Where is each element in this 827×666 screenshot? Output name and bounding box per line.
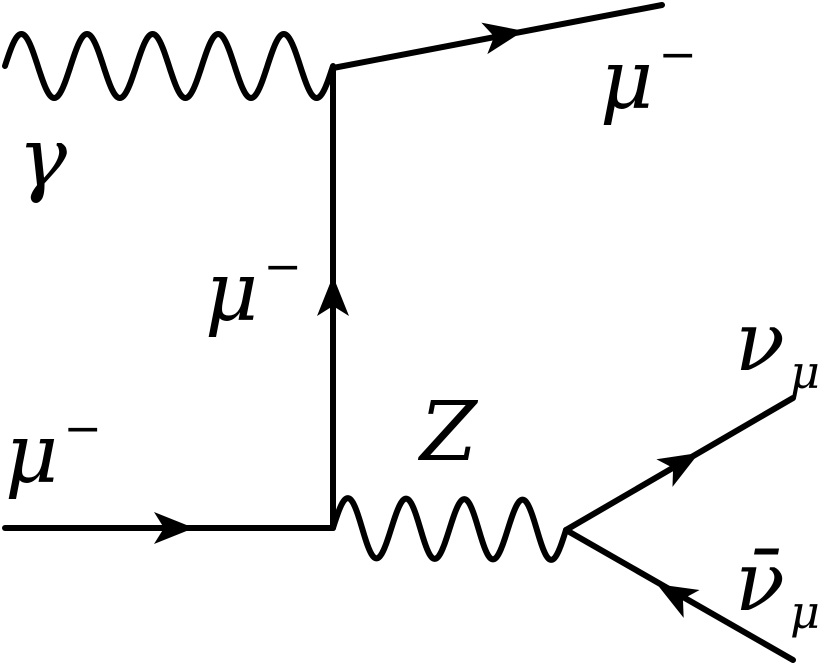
z-boson-label: Z	[417, 385, 479, 480]
antineutrino-label: ν̄ μ	[735, 535, 820, 639]
antineutrino-arrow	[648, 570, 700, 618]
incoming-muon-label: μ −	[5, 401, 102, 502]
photon-propagator	[2, 31, 336, 101]
neutrino-arrow	[656, 439, 708, 487]
photon-label: γ	[18, 111, 68, 206]
z-boson-propagator	[330, 495, 569, 563]
internal-muon-label: μ −	[205, 239, 302, 340]
neutrino-label: ν μ	[735, 295, 820, 399]
outgoing-muon-label: μ −	[600, 27, 697, 128]
